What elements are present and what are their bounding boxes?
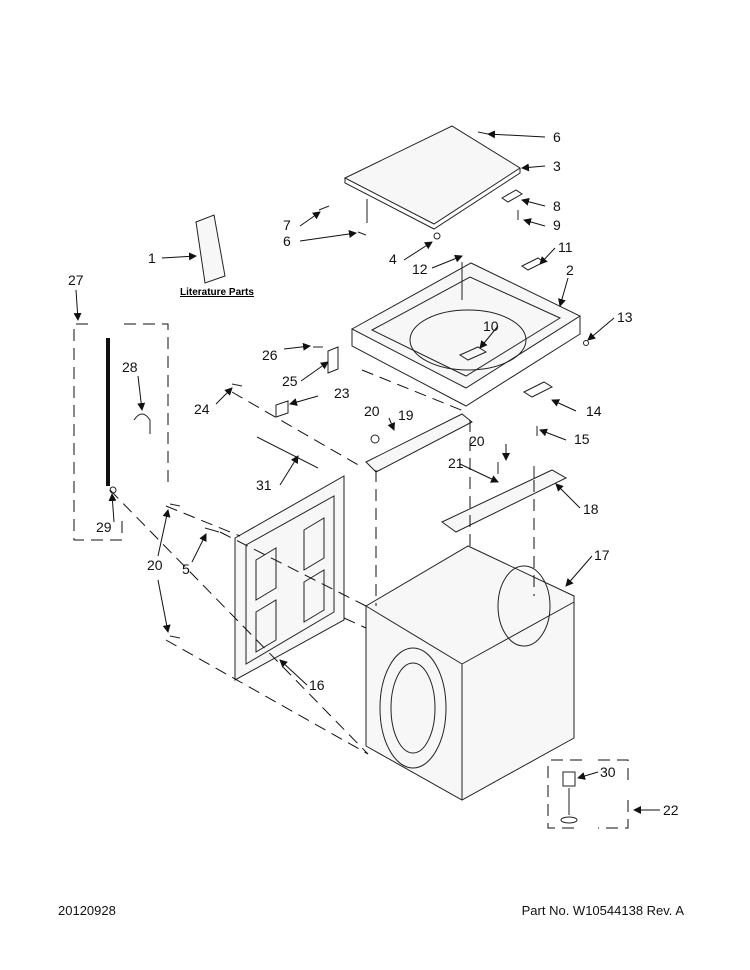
callout-label: 15 (574, 431, 590, 447)
lid-part (343, 125, 521, 230)
callout-label: 20 (147, 557, 163, 573)
callout-label: 19 (398, 407, 414, 423)
callout-label: 30 (600, 764, 616, 780)
front-bracket-part (365, 413, 473, 473)
cabinet-part (365, 545, 575, 801)
callout-label: 11 (558, 239, 573, 255)
assembly-lines (109, 369, 535, 755)
callout-label: 20 (469, 433, 485, 449)
callout-label: 14 (586, 403, 602, 419)
callout-label: 4 (389, 251, 397, 267)
callout-label: 23 (334, 385, 350, 401)
footer-date: 20120928 (58, 903, 116, 918)
callout-label: 29 (96, 519, 112, 535)
literature-parts-label: Literature Parts (180, 287, 254, 298)
leader-arrows (73, 130, 660, 814)
callout-label: 5 (182, 561, 190, 577)
callout-label: 9 (553, 217, 561, 233)
callout-label: 6 (283, 233, 291, 249)
callout-label: 1 (148, 250, 156, 266)
callout-label: 26 (262, 347, 278, 363)
callout-label: 24 (194, 401, 210, 417)
callout-label: 3 (553, 158, 561, 174)
rear-panel-part (169, 475, 345, 681)
callout-label: 25 (282, 373, 298, 389)
callout-label: 13 (617, 309, 633, 325)
rear-bracket-part (441, 462, 568, 533)
callout-label: 8 (553, 198, 561, 214)
callout-label: 28 (122, 359, 138, 375)
callout-label: 12 (412, 261, 428, 277)
callout-label: 16 (309, 677, 325, 693)
callout-label: 31 (256, 477, 272, 493)
callout-label: 27 (68, 272, 84, 288)
callout-label: 18 (583, 501, 599, 517)
callout-label: 6 (553, 129, 561, 145)
footer-part-number: Part No. W10544138 Rev. A (521, 903, 684, 918)
callout-label: 10 (483, 318, 499, 334)
callout-labels: 1 2 3 4 5 6 6 7 8 9 10 11 12 13 14 15 16… (68, 129, 679, 818)
callout-label: 7 (283, 217, 291, 233)
literature-part (195, 214, 226, 284)
callout-label: 21 (448, 455, 464, 471)
callout-label: 17 (594, 547, 610, 563)
group-brackets (73, 323, 629, 829)
callout-label: 22 (663, 802, 679, 818)
callout-label: 20 (364, 403, 380, 419)
leveling-leg-part (560, 771, 578, 824)
callout-label: 2 (566, 262, 574, 278)
top-panel-part (350, 262, 582, 407)
